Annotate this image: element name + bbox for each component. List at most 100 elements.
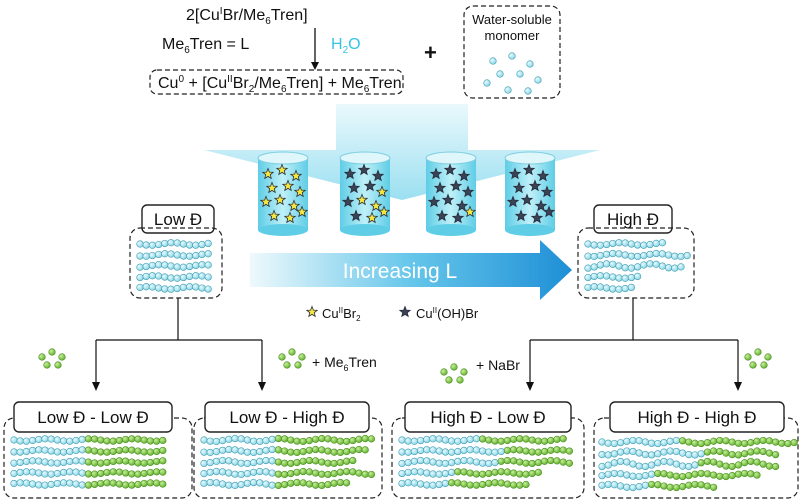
- cuohbr-legend-star: [398, 305, 412, 318]
- green-bead: [691, 480, 699, 489]
- polymer-chain: [200, 467, 376, 479]
- cyan-bead: [22, 437, 31, 445]
- green-bead: [672, 483, 681, 492]
- green-bead: [753, 458, 761, 466]
- green-monomer: [294, 361, 302, 369]
- green-bead: [509, 469, 518, 477]
- cyan-bead: [615, 239, 623, 247]
- green-monomer: [450, 363, 458, 371]
- cyan-bead: [66, 468, 74, 476]
- green-bead: [349, 456, 357, 465]
- green-bead: [528, 469, 536, 478]
- monomer-dot: [524, 87, 532, 95]
- cyan-bead: [417, 446, 425, 455]
- green-bead: [709, 483, 718, 491]
- cyan-bead: [268, 457, 276, 465]
- green-bead: [324, 459, 332, 467]
- polymer-chain: [398, 456, 574, 468]
- green-bead: [516, 435, 524, 443]
- cubr2-star: [283, 211, 297, 224]
- green-bead: [448, 479, 456, 487]
- green-bead: [516, 470, 524, 478]
- green-bead: [159, 468, 167, 476]
- polymer-chain: [10, 468, 167, 478]
- green-bead: [685, 481, 693, 489]
- cyan-bead: [640, 241, 648, 249]
- cyan-bead: [398, 459, 406, 468]
- green-bead: [330, 469, 338, 478]
- reagent-formula: 2[CuIBr/Me6Tren]: [186, 6, 308, 27]
- green-bead: [84, 458, 92, 466]
- cyan-bead: [167, 274, 175, 282]
- green-bead: [318, 458, 326, 466]
- cyan-bead: [460, 446, 468, 455]
- green-bead: [479, 470, 487, 478]
- green-monomer: [58, 353, 66, 361]
- cyan-bead: [497, 447, 505, 456]
- cyan-bead: [660, 448, 668, 456]
- cyan-bead: [677, 263, 685, 271]
- cyan-bead: [616, 482, 625, 490]
- green-bead: [281, 435, 289, 443]
- cyan-bead: [136, 240, 144, 248]
- cyan-bead: [664, 264, 673, 272]
- cyan-bead: [35, 481, 43, 489]
- cyan-bead: [212, 467, 220, 476]
- cyan-bead: [697, 450, 705, 458]
- green-bead: [503, 436, 512, 445]
- cyan-bead: [167, 250, 175, 258]
- green-monomer: [749, 361, 757, 369]
- cyan-bead: [192, 272, 200, 280]
- green-bead: [771, 451, 780, 459]
- cubr2-star: [375, 185, 389, 198]
- cyan-bead: [598, 481, 606, 489]
- polymer-chain: [200, 478, 351, 490]
- cuohbr-star: [512, 181, 526, 194]
- cyan-bead: [142, 241, 150, 249]
- cyan-bead: [448, 448, 456, 456]
- cyan-bead: [179, 283, 187, 292]
- macroinitiator-chains: [136, 239, 691, 293]
- cyan-bead: [136, 252, 144, 260]
- green-bead: [140, 448, 148, 456]
- cyan-bead: [466, 446, 474, 454]
- green-bead: [274, 470, 283, 478]
- cyan-bead: [167, 285, 175, 293]
- vessel-bottom: [258, 224, 308, 236]
- cyan-bead: [429, 446, 437, 454]
- vessel-top: [257, 151, 309, 165]
- cyan-bead: [250, 459, 258, 467]
- cyan-bead: [225, 481, 233, 489]
- green-bead: [759, 460, 767, 468]
- cyan-bead: [647, 451, 656, 459]
- cyan-bead: [72, 468, 80, 476]
- cyan-bead: [664, 251, 673, 259]
- green-bead: [466, 481, 474, 489]
- cyan-bead: [155, 272, 163, 280]
- green-bead: [753, 471, 761, 479]
- cuohbr-star: [343, 167, 357, 180]
- green-bead: [140, 436, 148, 444]
- green-bead: [722, 462, 730, 470]
- cyan-bead: [173, 284, 181, 293]
- cyan-bead: [604, 470, 612, 478]
- cyan-bead: [66, 437, 74, 445]
- cyan-bead: [173, 263, 181, 271]
- cyan-bead: [161, 285, 169, 293]
- cuohbr-star: [349, 209, 363, 222]
- cyan-bead: [179, 273, 187, 282]
- cyan-bead: [584, 273, 592, 282]
- green-bead: [121, 469, 130, 477]
- cyan-bead: [602, 272, 611, 280]
- green-bead: [691, 470, 699, 478]
- cyan-bead: [256, 479, 264, 487]
- green-bead: [343, 467, 351, 476]
- green-bead: [103, 437, 111, 445]
- monomer-dot: [504, 86, 512, 94]
- cyan-bead: [198, 240, 206, 249]
- cyan-bead: [192, 283, 200, 291]
- green-bead: [740, 450, 749, 458]
- green-bead: [330, 436, 338, 444]
- green-bead: [479, 480, 487, 489]
- cyan-bead: [410, 437, 419, 445]
